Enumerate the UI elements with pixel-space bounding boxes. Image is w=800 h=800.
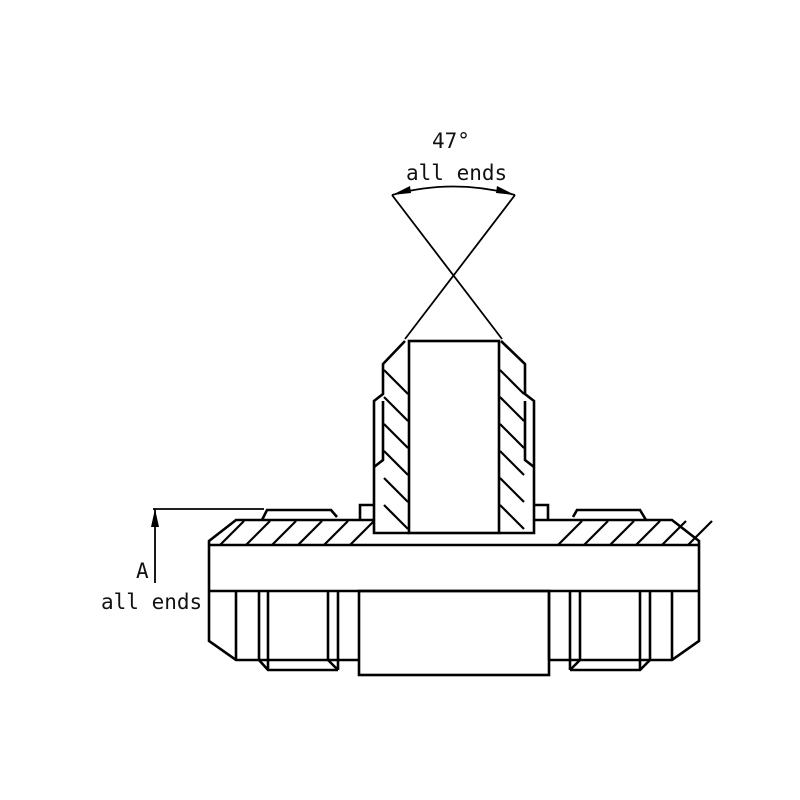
- hatch-line: [245, 520, 271, 546]
- hatch-line: [219, 520, 245, 546]
- hatch-line: [323, 520, 349, 546]
- hatch-line: [499, 450, 525, 476]
- hatch-line: [297, 520, 323, 546]
- hatch-line: [383, 450, 409, 476]
- angle-value-label: 47°: [432, 129, 470, 153]
- arrowhead-left-icon: [392, 186, 411, 195]
- arrowhead-right-icon: [496, 186, 515, 195]
- cone-angle-lines: [391, 185, 516, 340]
- hatch-line: [383, 477, 409, 503]
- hatch-line: [383, 396, 409, 422]
- branch-port: [372, 339, 536, 535]
- hatch-line: [383, 423, 409, 449]
- hatch-line: [383, 504, 409, 530]
- hatch-line: [349, 520, 375, 546]
- hatch-line: [687, 520, 713, 546]
- hatch-line: [609, 520, 635, 546]
- hatch-line: [499, 477, 525, 503]
- hatch-line: [383, 369, 409, 395]
- hatch-line: [499, 369, 525, 395]
- main-body: [207, 503, 713, 677]
- dimension-label: A: [136, 559, 149, 583]
- angle-note-label: all ends: [406, 161, 507, 185]
- hatch-line: [557, 520, 583, 546]
- hatch-line: [583, 520, 609, 546]
- hatch-line: [271, 520, 297, 546]
- dimension-arrow-icon: [151, 509, 159, 527]
- hatch-line: [499, 504, 525, 530]
- hatch-line: [635, 520, 661, 546]
- hatch-line: [499, 396, 525, 422]
- hatch-line: [499, 423, 525, 449]
- dimension-a: [151, 508, 264, 583]
- hatch-line: [661, 520, 687, 546]
- dimension-note-label: all ends: [101, 590, 202, 614]
